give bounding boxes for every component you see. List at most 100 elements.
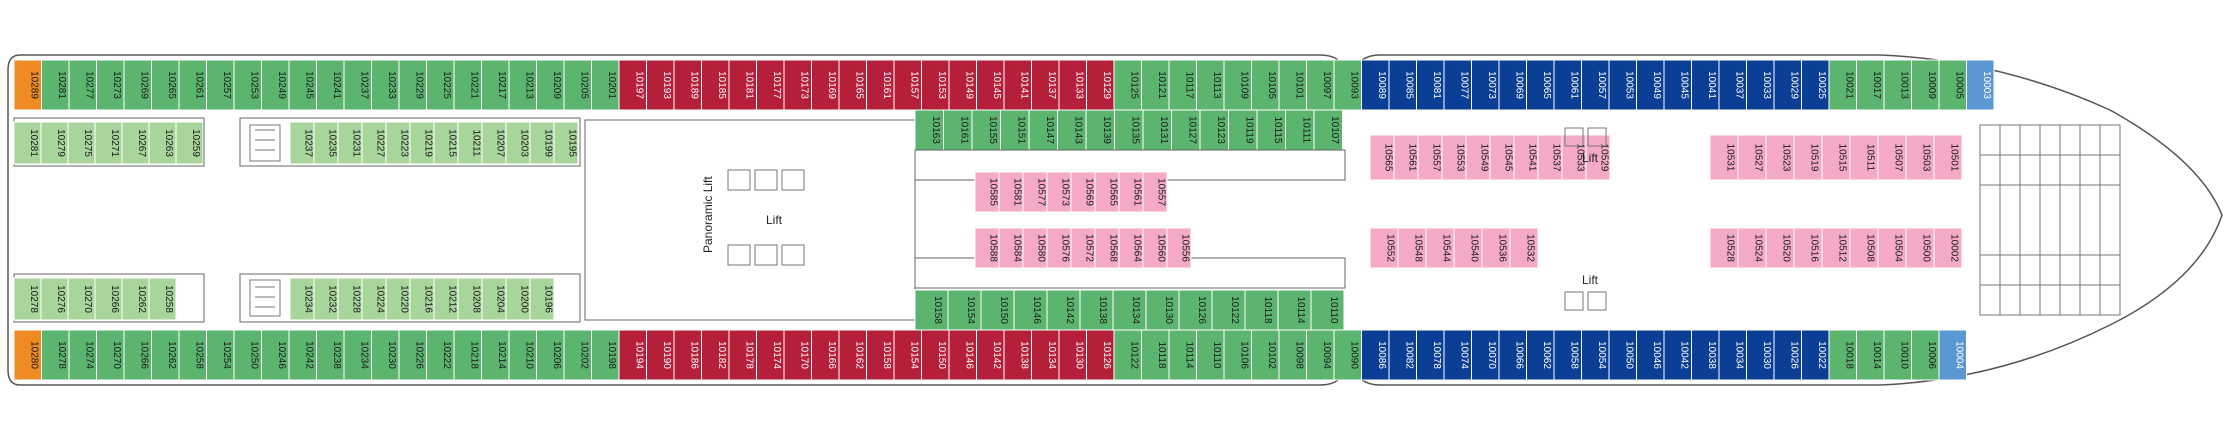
cabin-10196[interactable] [529, 277, 555, 321]
cabin-10253[interactable] [233, 59, 262, 111]
cabin-10281[interactable] [41, 59, 70, 111]
cabin-10085[interactable] [1388, 59, 1417, 111]
cabin-10234[interactable] [289, 277, 315, 321]
cabin-10022[interactable] [1801, 329, 1830, 381]
cabin-10118[interactable] [1141, 329, 1170, 381]
cabin-10141[interactable] [1003, 59, 1032, 111]
cabin-10225[interactable] [426, 59, 455, 111]
cabin-10110[interactable] [1196, 329, 1225, 381]
cabin-10010[interactable] [1883, 329, 1912, 381]
cabin-10262[interactable] [151, 329, 180, 381]
cabin-10259[interactable] [175, 121, 204, 165]
cabin-10138[interactable] [1079, 289, 1114, 331]
cabin-10219[interactable] [409, 121, 435, 165]
cabin-10246[interactable] [261, 329, 290, 381]
cabin-10194[interactable] [618, 329, 647, 381]
cabin-10222[interactable] [426, 329, 455, 381]
cabin-10224[interactable] [361, 277, 387, 321]
cabin-10137[interactable] [1031, 59, 1060, 111]
cabin-10003[interactable] [1966, 59, 1995, 111]
cabin-10199[interactable] [529, 121, 555, 165]
cabin-10213[interactable] [508, 59, 537, 111]
cabin-10217[interactable] [481, 59, 510, 111]
cabin-10577[interactable] [1022, 171, 1048, 213]
cabin-10114[interactable] [1168, 329, 1197, 381]
cabin-10029[interactable] [1773, 59, 1802, 111]
cabin-10110[interactable] [1310, 289, 1345, 331]
cabin-10122[interactable] [1211, 289, 1246, 331]
cabin-10115[interactable] [1256, 109, 1286, 151]
cabin-10205[interactable] [563, 59, 592, 111]
cabin-10150[interactable] [980, 289, 1015, 331]
cabin-10211[interactable] [457, 121, 483, 165]
cabin-10532[interactable] [1509, 227, 1539, 269]
cabin-10214[interactable] [481, 329, 510, 381]
cabin-10278[interactable] [13, 277, 42, 321]
cabin-10228[interactable] [337, 277, 363, 321]
cabin-10145[interactable] [976, 59, 1005, 111]
cabin-10053[interactable] [1608, 59, 1637, 111]
cabin-10202[interactable] [563, 329, 592, 381]
cabin-10276[interactable] [40, 277, 69, 321]
cabin-10565[interactable] [1094, 171, 1120, 213]
cabin-10154[interactable] [947, 289, 982, 331]
cabin-10078[interactable] [1416, 329, 1445, 381]
cabin-10177[interactable] [756, 59, 785, 111]
cabin-10102[interactable] [1251, 329, 1280, 381]
cabin-10533[interactable] [1561, 134, 1587, 181]
cabin-10163[interactable] [914, 109, 944, 151]
cabin-10013[interactable] [1883, 59, 1912, 111]
cabin-10553[interactable] [1441, 134, 1467, 181]
cabin-10025[interactable] [1801, 59, 1830, 111]
cabin-10204[interactable] [481, 277, 507, 321]
cabin-10536[interactable] [1481, 227, 1511, 269]
cabin-10173[interactable] [783, 59, 812, 111]
cabin-10223[interactable] [385, 121, 411, 165]
cabin-10262[interactable] [121, 277, 150, 321]
cabin-10508[interactable] [1849, 227, 1879, 269]
cabin-10041[interactable] [1691, 59, 1720, 111]
cabin-10114[interactable] [1277, 289, 1312, 331]
cabin-10537[interactable] [1537, 134, 1563, 181]
cabin-10221[interactable] [453, 59, 482, 111]
cabin-10021[interactable] [1828, 59, 1857, 111]
cabin-10280[interactable] [13, 329, 42, 381]
cabin-10527[interactable] [1737, 134, 1767, 181]
cabin-10203[interactable] [505, 121, 531, 165]
cabin-10227[interactable] [361, 121, 387, 165]
cabin-10552[interactable] [1369, 227, 1399, 269]
cabin-10585[interactable] [974, 171, 1000, 213]
cabin-10170[interactable] [783, 329, 812, 381]
cabin-10519[interactable] [1793, 134, 1823, 181]
cabin-10278[interactable] [41, 329, 70, 381]
cabin-10209[interactable] [536, 59, 565, 111]
cabin-10275[interactable] [67, 121, 96, 165]
cabin-10134[interactable] [1031, 329, 1060, 381]
cabin-10146[interactable] [948, 329, 977, 381]
cabin-10106[interactable] [1223, 329, 1252, 381]
cabin-10556[interactable] [1166, 227, 1192, 269]
cabin-10267[interactable] [121, 121, 150, 165]
cabin-10154[interactable] [893, 329, 922, 381]
cabin-10557[interactable] [1142, 171, 1168, 213]
cabin-10174[interactable] [756, 329, 785, 381]
cabin-10516[interactable] [1793, 227, 1823, 269]
cabin-10086[interactable] [1361, 329, 1390, 381]
cabin-10572[interactable] [1070, 227, 1096, 269]
cabin-10249[interactable] [261, 59, 290, 111]
cabin-10520[interactable] [1765, 227, 1795, 269]
cabin-10270[interactable] [96, 329, 125, 381]
cabin-10232[interactable] [313, 277, 339, 321]
cabin-10017[interactable] [1856, 59, 1885, 111]
cabin-10093[interactable] [1333, 59, 1362, 111]
cabin-10544[interactable] [1425, 227, 1455, 269]
cabin-10266[interactable] [94, 277, 123, 321]
cabin-10237[interactable] [289, 121, 315, 165]
cabin-10061[interactable] [1553, 59, 1582, 111]
cabin-10026[interactable] [1773, 329, 1802, 381]
cabin-10066[interactable] [1498, 329, 1527, 381]
cabin-10130[interactable] [1145, 289, 1180, 331]
cabin-10270[interactable] [67, 277, 96, 321]
cabin-10126[interactable] [1178, 289, 1213, 331]
cabin-10009[interactable] [1911, 59, 1940, 111]
